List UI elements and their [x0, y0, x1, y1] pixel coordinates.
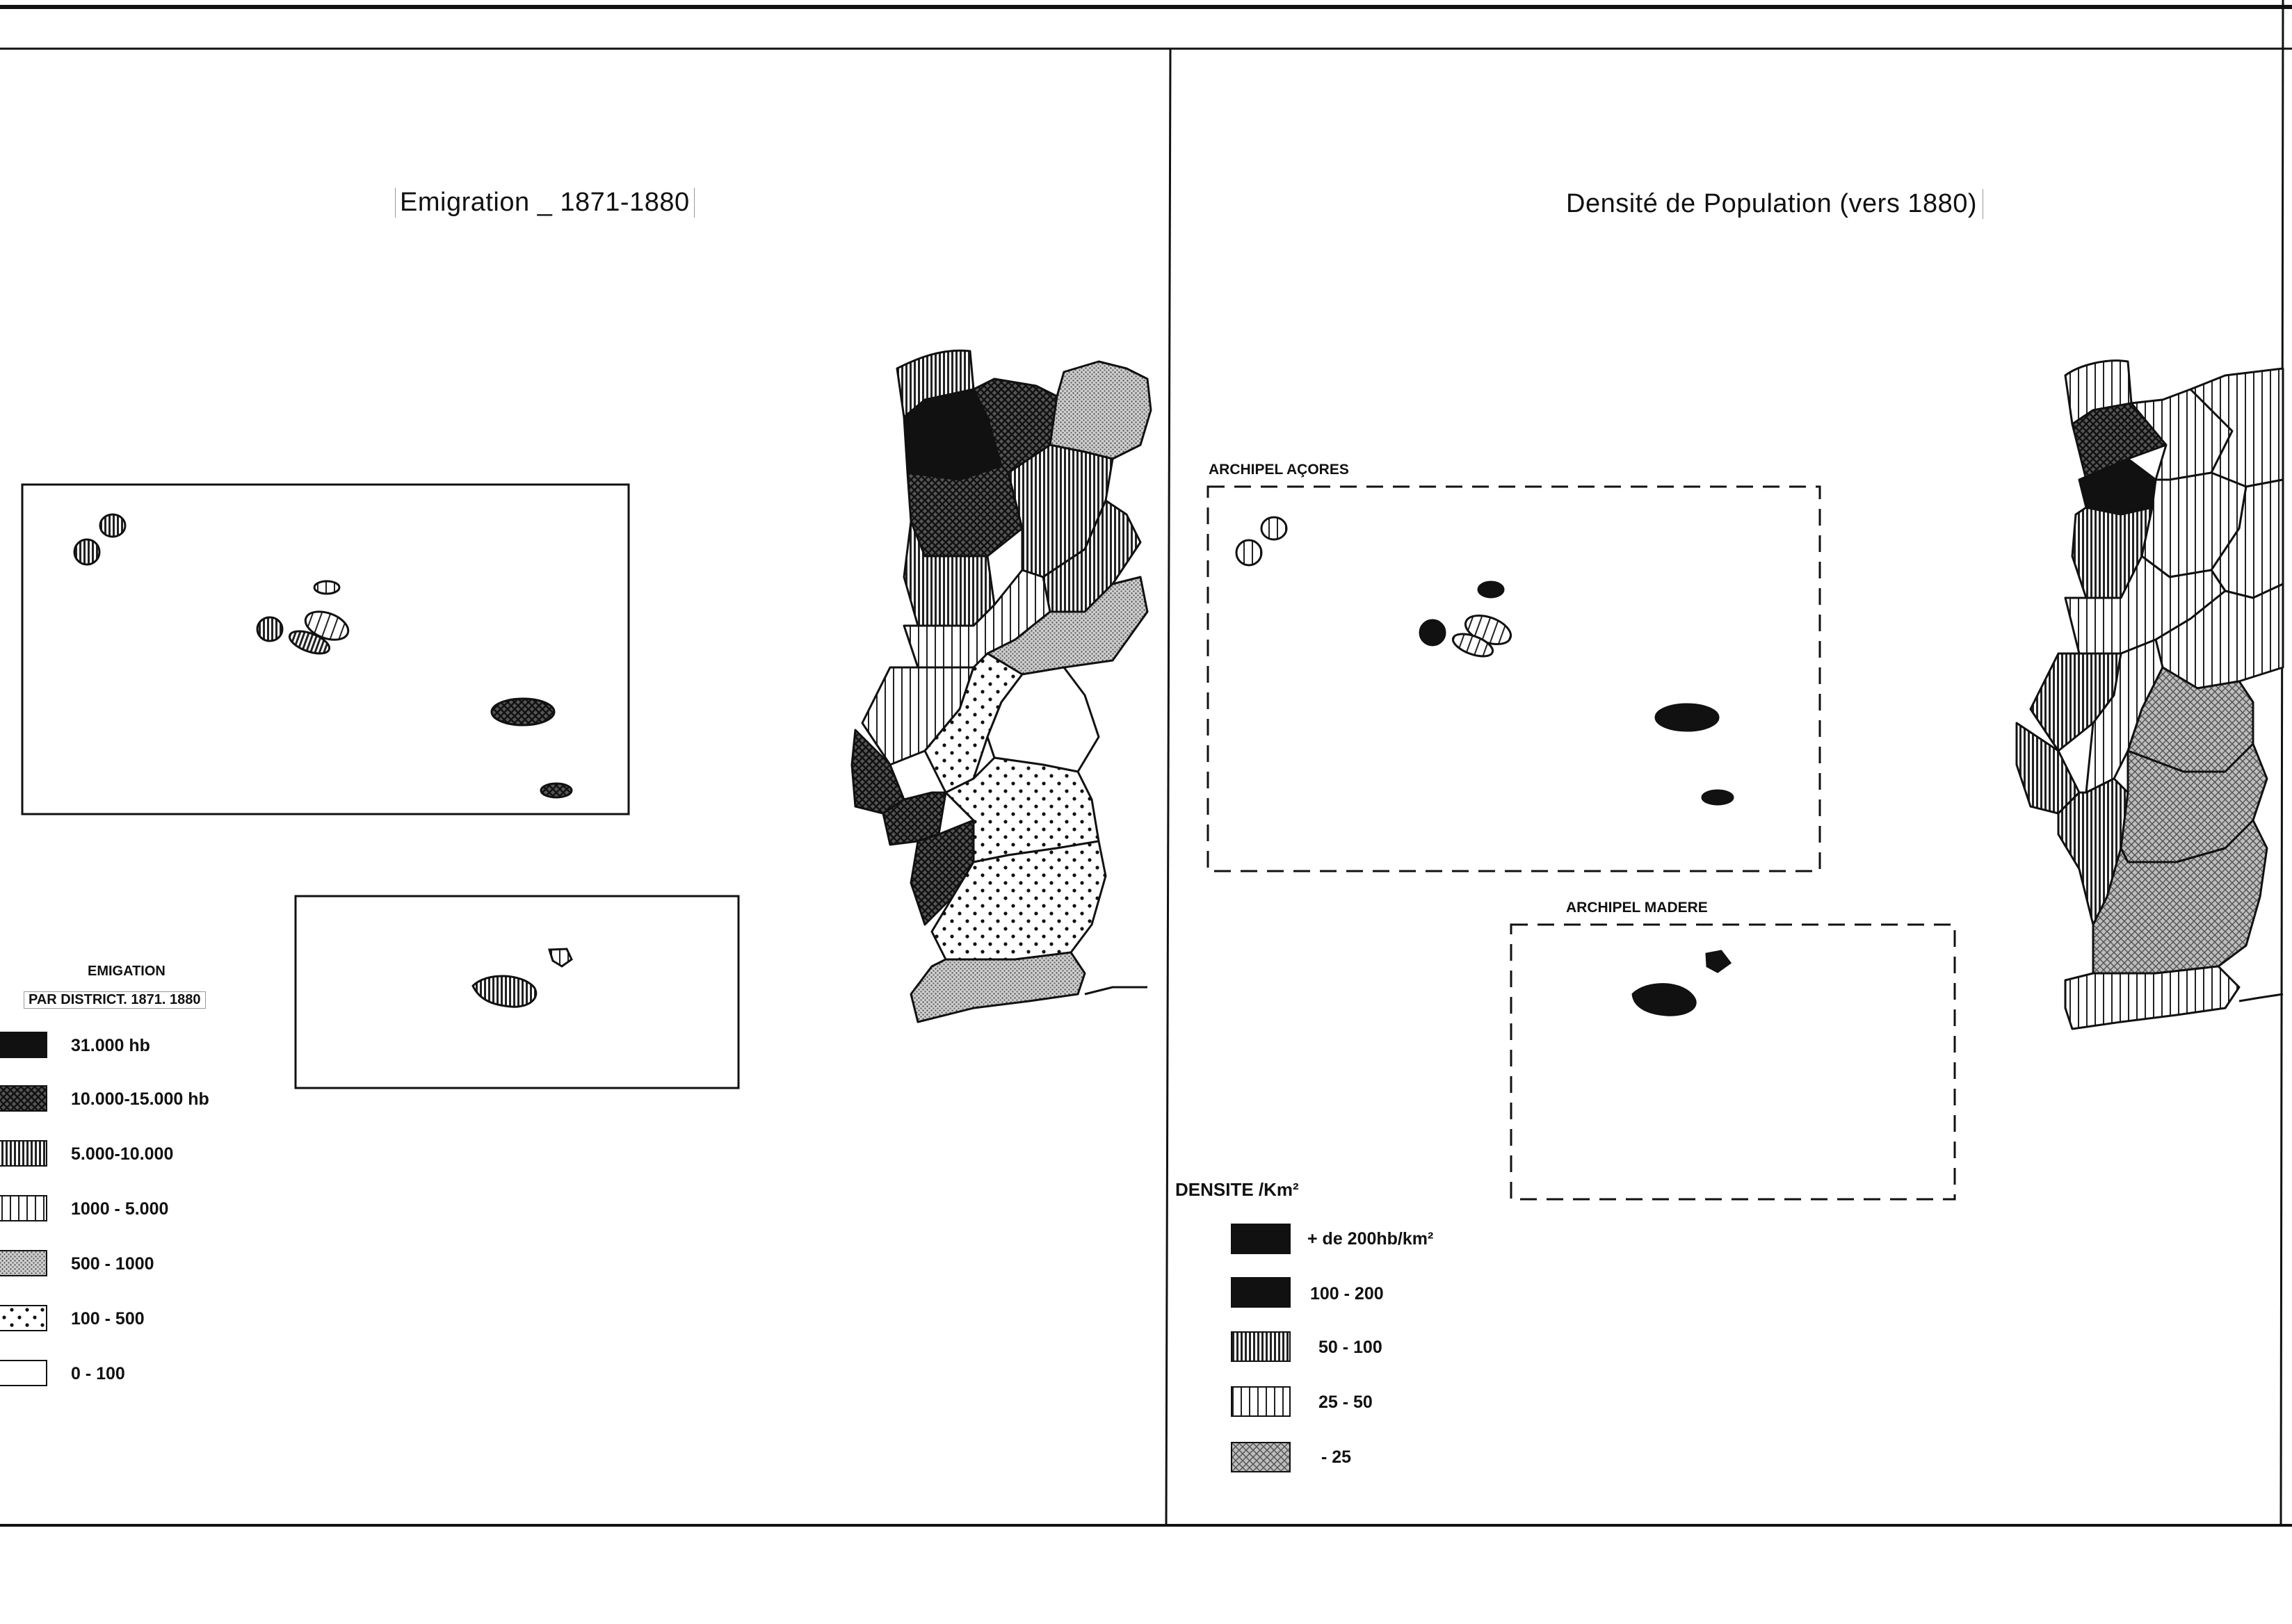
legend-label-5000-10000: 5.000-10.000: [71, 1144, 174, 1164]
legend-heading-2: PAR DISTRICT. 1871. 1880: [24, 991, 206, 1009]
district-setubal: [882, 791, 947, 846]
legend-swatch-100-500: [0, 1305, 47, 1331]
portugal-density-map: [2015, 359, 2284, 1030]
district-braganca: [1049, 360, 1152, 460]
legend-label-31000: 31.000 hb: [71, 1036, 150, 1055]
legend-label-100-500: 100 - 500: [71, 1309, 145, 1329]
density-swatch-25-50: [1231, 1386, 1291, 1417]
azores-inset-box-left: [21, 483, 630, 815]
legend-label-10000-15000: 10.000-15.000 hb: [71, 1089, 209, 1109]
madeira-inset-box-left: [294, 895, 740, 1089]
legend-heading-1: EMIGATION: [88, 964, 166, 979]
legend-swatch-0-100: [0, 1360, 47, 1386]
madeira-islands-left: [471, 948, 573, 1008]
legend-label-500-1000: 500 - 1000: [71, 1254, 154, 1274]
legend-swatch-500-1000: [0, 1250, 47, 1276]
density-label-100-200: 100 - 200: [1310, 1284, 1384, 1304]
legend-swatch-5000-10000: [0, 1140, 47, 1167]
density-label-25-50: 25 - 50: [1318, 1392, 1373, 1412]
right-map-title: Densité de Population (vers 1880): [1566, 189, 1984, 219]
madeira-islands-right: [1631, 950, 1732, 1016]
density-legend-heading: DENSITE /Km²: [1175, 1179, 1299, 1200]
density-swatch-100-200: [1231, 1277, 1291, 1308]
density-label-50-100: 50 - 100: [1318, 1338, 1382, 1357]
density-swatch-under-25: [1231, 1442, 1291, 1472]
spain-coast-line-r: [2238, 993, 2284, 1002]
density-swatch-50-100: [1231, 1331, 1291, 1362]
left-map-title: Emigration _ 1871-1880: [395, 188, 695, 218]
portugal-emigration-map: [850, 349, 1152, 1023]
azores-inset-box-right: [1206, 485, 1821, 872]
legend-label-0-100: 0 - 100: [71, 1364, 125, 1383]
madeira-inset-box-right: [1510, 923, 1956, 1201]
density-label-200plus: + de 200hb/km²: [1307, 1229, 1434, 1249]
density-label-under-25: - 25: [1321, 1447, 1352, 1467]
azores-islands-right: [1235, 516, 1734, 806]
azores-inset-label: ARCHIPEL AÇORES: [1209, 462, 1349, 478]
legend-label-1000-5000: 1000 - 5.000: [71, 1199, 169, 1219]
district-faro: [910, 951, 1086, 1023]
legend-swatch-10000-15000: [0, 1085, 47, 1112]
legend-swatch-31000: [0, 1032, 47, 1058]
madeira-inset-label: ARCHIPEL MADERE: [1566, 900, 1708, 916]
density-swatch-200plus: [1231, 1224, 1291, 1254]
district-faro-r: [2064, 965, 2241, 1030]
district-evora: [944, 756, 1100, 863]
legend-swatch-1000-5000: [0, 1195, 47, 1221]
azores-islands-left: [73, 513, 573, 799]
district-porto: [906, 464, 1024, 558]
district-beja: [930, 840, 1107, 961]
spain-coast-line: [1084, 986, 1147, 996]
